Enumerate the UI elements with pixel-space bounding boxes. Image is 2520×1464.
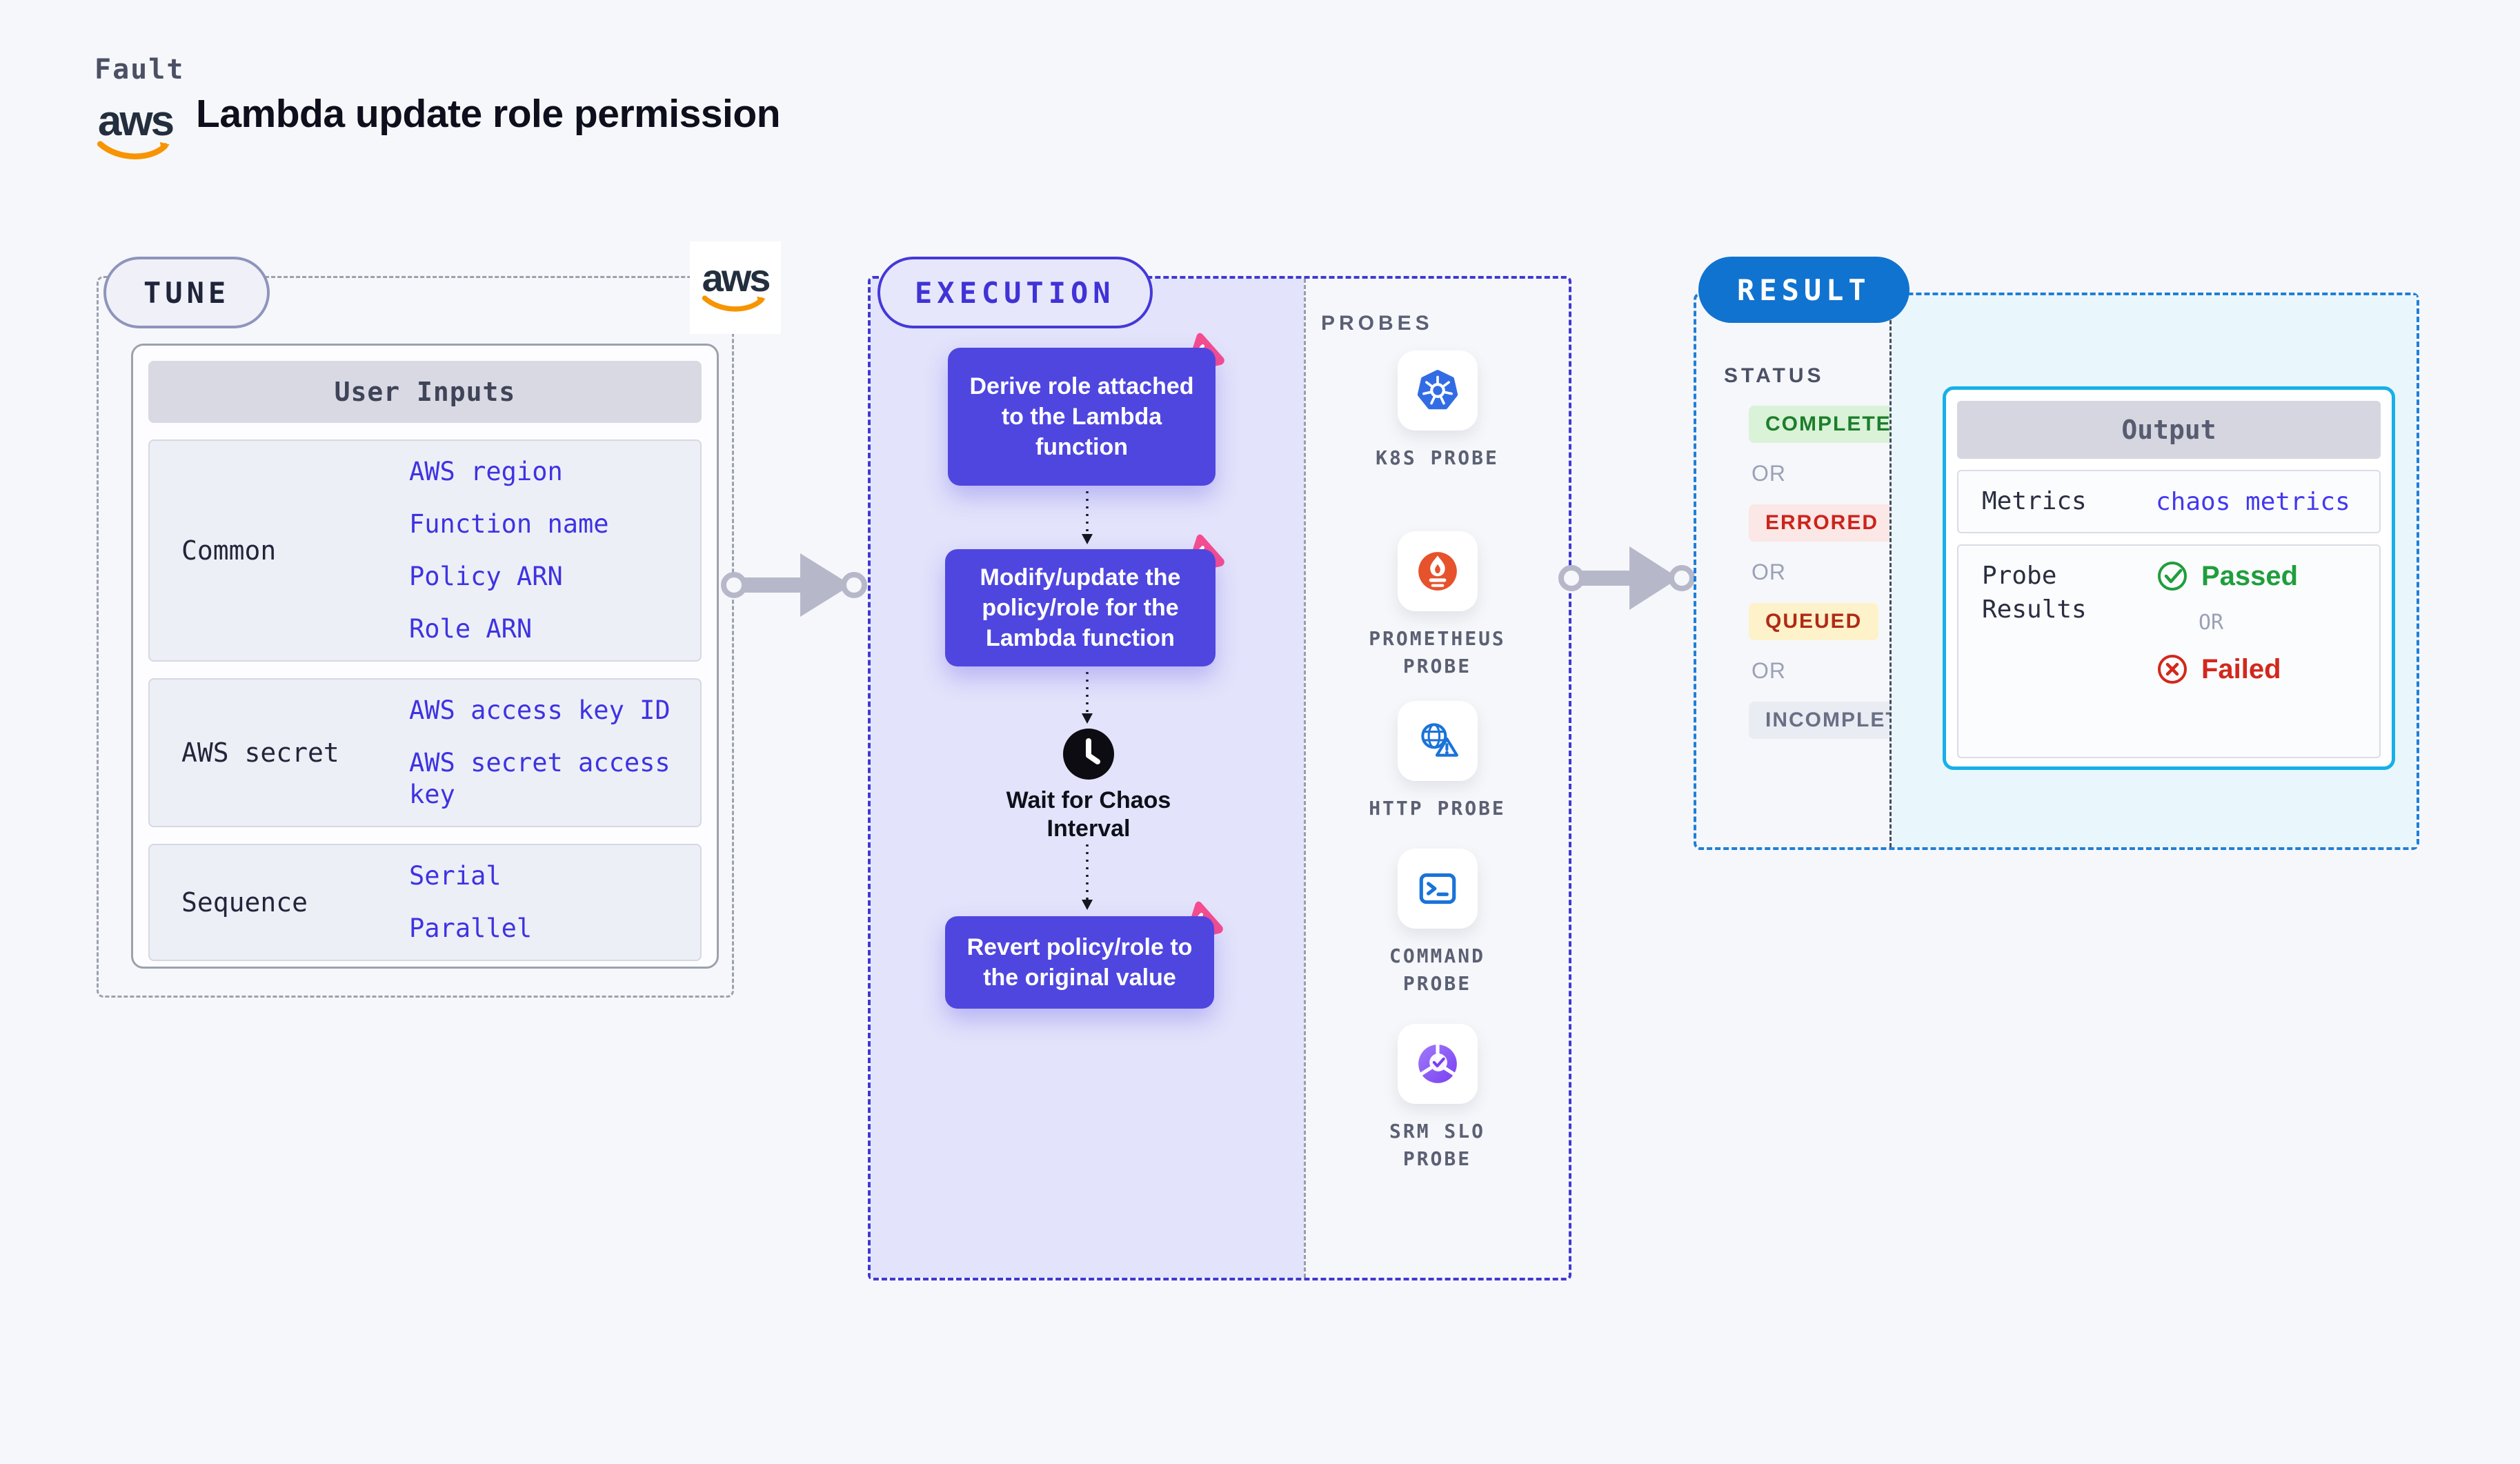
probe-label: PROMETHEUS PROBE <box>1369 627 1506 677</box>
terminal-icon <box>1419 873 1456 904</box>
row-label: Common <box>181 535 277 566</box>
dotted-connector <box>1082 672 1093 724</box>
probe-label: K8S PROBE <box>1376 446 1499 469</box>
aws-smile-icon <box>702 295 766 312</box>
failed-label: Failed <box>2201 653 2281 684</box>
status-badge-errored: ERRORED <box>1749 504 1896 542</box>
chaos-metrics-link[interactable]: chaos metrics <box>2156 487 2350 516</box>
probe-label: SRM SLO PROBE <box>1389 1120 1485 1170</box>
output-card: Output Metrics chaos metrics Probe Resul… <box>1943 386 2395 770</box>
probe-label: COMMAND PROBE <box>1389 944 1485 995</box>
output-title: Output <box>1957 401 2381 459</box>
probe-srm-slo: SRM SLO PROBE <box>1348 1024 1527 1173</box>
step-revert-policy: Revert policy/role to the original value <box>945 901 1223 1009</box>
user-inputs-row-aws-secret: AWS secret AWS access key ID AWS secret … <box>148 678 702 827</box>
input-link-aws-access-key-id[interactable]: AWS access key ID <box>409 695 671 725</box>
check-circle-icon <box>2158 562 2187 591</box>
probe-card <box>1397 849 1478 929</box>
tune-section-box <box>97 276 734 998</box>
wait-step <box>1062 727 1115 781</box>
probe-http: HTTP PROBE <box>1348 701 1527 822</box>
aws-logo-small: aws <box>690 241 781 334</box>
result-section-box: STATUS COMPLETED OR ERRORED OR QUEUED OR… <box>1694 293 2419 850</box>
input-link-aws-region[interactable]: AWS region <box>409 457 563 486</box>
probe-card <box>1397 1024 1478 1104</box>
tune-badge: TUNE <box>103 257 270 328</box>
input-link-role-arn[interactable]: Role ARN <box>409 614 533 644</box>
probe-prometheus: PROMETHEUS PROBE <box>1348 531 1527 680</box>
user-inputs-row-sequence: Sequence Serial Parallel <box>148 844 702 961</box>
probe-card <box>1397 350 1478 431</box>
arrow-tune-to-execution <box>721 553 867 617</box>
probe-results-row: Probe Results Passed OR <box>1957 544 2381 758</box>
probe-command: COMMAND PROBE <box>1348 849 1527 998</box>
http-globe-warning-icon <box>1420 723 1458 757</box>
kubernetes-icon <box>1417 370 1458 410</box>
execution-section-box: Derive role attached to the Lambda funct… <box>868 276 1571 1280</box>
probe-card <box>1397 701 1478 781</box>
arrow-execution-to-result <box>1558 546 1695 610</box>
execution-badge: EXECUTION <box>877 257 1153 328</box>
page-title: Lambda update role permission <box>196 92 781 136</box>
tune-badge-label: TUNE <box>143 275 230 310</box>
probe-results-label: Probe Results <box>1982 562 2087 624</box>
probes-title: PROBES <box>1321 312 1433 335</box>
probes-panel: PROBES K8S PROBE <box>1304 279 1569 1278</box>
status-title: STATUS <box>1724 364 1825 387</box>
result-badge: RESULT <box>1698 257 1909 323</box>
probe-result-passed: Passed <box>2156 560 2298 593</box>
status-badge-queued: QUEUED <box>1749 603 1879 640</box>
probe-label: HTTP PROBE <box>1369 797 1506 820</box>
probe-card <box>1397 531 1478 611</box>
step-modify-policy: Modify/update the policy/role for the La… <box>945 534 1224 666</box>
aws-wordmark: aws <box>702 255 771 299</box>
passed-label: Passed <box>2201 560 2299 591</box>
aws-logo: aws <box>92 97 179 163</box>
metrics-row: Metrics chaos metrics <box>1957 470 2381 533</box>
user-inputs-card: User Inputs Common AWS region Function n… <box>131 344 719 969</box>
status-column: STATUS COMPLETED OR ERRORED OR QUEUED OR… <box>1696 295 1948 847</box>
or-label: OR <box>1752 658 1786 683</box>
x-circle-icon <box>2158 655 2187 684</box>
execution-flow-panel: Derive role attached to the Lambda funct… <box>871 279 1304 1278</box>
step-label: Revert policy/role to the original value <box>945 916 1214 1009</box>
input-link-aws-secret-access-key[interactable]: AWS secret access key <box>409 748 671 809</box>
prometheus-icon <box>1418 552 1457 591</box>
input-link-policy-arn[interactable]: Policy ARN <box>409 562 563 591</box>
dotted-connector <box>1082 844 1093 910</box>
aws-wordmark: aws <box>97 97 175 145</box>
or-label: OR <box>2199 611 2224 635</box>
user-inputs-title: User Inputs <box>148 361 702 423</box>
fault-kicker: Fault <box>95 54 185 86</box>
execution-badge-label: EXECUTION <box>915 275 1115 310</box>
probe-k8s: K8S PROBE <box>1348 350 1527 472</box>
row-label: AWS secret <box>181 738 339 768</box>
slo-donut-check-icon <box>1418 1042 1457 1083</box>
probe-result-failed: Failed <box>2156 653 2298 686</box>
result-output-panel: Output Metrics chaos metrics Probe Resul… <box>1889 295 2417 847</box>
clock-icon <box>1063 729 1114 780</box>
input-link-function-name[interactable]: Function name <box>409 509 609 539</box>
row-label: Sequence <box>181 887 308 918</box>
step-derive-role: Derive role attached to the Lambda funct… <box>948 333 1224 486</box>
step-label: Modify/update the policy/role for the La… <box>945 549 1216 666</box>
result-badge-label: RESULT <box>1737 273 1871 307</box>
wait-for-chaos-interval-label: Wait for Chaos Interval <box>1006 787 1171 842</box>
input-link-serial[interactable]: Serial <box>409 861 502 891</box>
or-label: OR <box>1752 560 1786 584</box>
input-link-parallel[interactable]: Parallel <box>409 913 533 943</box>
step-label: Derive role attached to the Lambda funct… <box>948 348 1216 486</box>
or-label: OR <box>1752 461 1786 486</box>
user-inputs-row-common: Common AWS region Function name Policy A… <box>148 439 702 662</box>
aws-smile-icon <box>97 141 170 159</box>
dotted-connector <box>1082 491 1093 544</box>
metrics-label: Metrics <box>1982 486 2087 515</box>
